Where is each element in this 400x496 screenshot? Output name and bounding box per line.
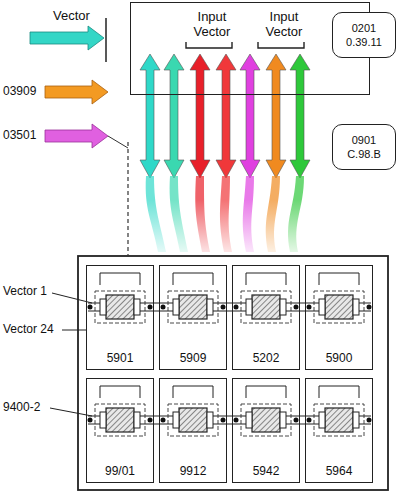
art-stroke <box>353 299 359 315</box>
label: 9400-2 <box>2 400 41 414</box>
art-stroke <box>307 418 312 423</box>
art-stroke <box>173 412 179 428</box>
art-stroke <box>241 404 291 436</box>
art-stroke <box>280 412 286 428</box>
art-stroke <box>353 412 359 428</box>
art-stroke <box>280 299 286 315</box>
double-arrow <box>266 54 286 178</box>
chip <box>325 295 353 319</box>
module-card: 5909 <box>159 265 227 370</box>
art-stroke <box>100 386 140 398</box>
double-arrow <box>216 54 236 178</box>
double-arrow <box>140 54 160 178</box>
art-stroke <box>246 299 252 315</box>
callout-number: 0201 0.39.11 <box>340 21 388 49</box>
chip <box>106 295 134 319</box>
art-stroke <box>95 404 145 436</box>
label: 03501 <box>2 128 37 142</box>
art-stroke <box>161 418 166 423</box>
part-number: 5964 <box>306 464 372 478</box>
double-arrow <box>164 54 184 178</box>
module-card: 5900 <box>305 265 373 370</box>
part-number: 5909 <box>160 351 226 365</box>
art-stroke <box>134 299 140 315</box>
heading: Input Vector <box>185 9 239 39</box>
chip <box>252 408 280 432</box>
art-stroke <box>319 273 359 285</box>
part-number: 5942 <box>233 464 299 478</box>
chip <box>179 295 207 319</box>
art-stroke <box>100 299 106 315</box>
part-number: 9912 <box>160 464 226 478</box>
fade <box>130 200 330 254</box>
art-stroke <box>173 386 213 398</box>
art-stroke <box>148 305 153 310</box>
chip <box>252 295 280 319</box>
art-stroke <box>134 412 140 428</box>
art-stroke <box>307 305 312 310</box>
module-card: 5964 <box>305 378 373 483</box>
part-number: 99/01 <box>87 464 153 478</box>
part-number: 5901 <box>87 351 153 365</box>
art-stroke <box>314 404 364 436</box>
art-stroke <box>246 386 286 398</box>
part-number: 5900 <box>306 351 372 365</box>
art-stroke <box>221 305 226 310</box>
module-card: 5202 <box>232 265 300 370</box>
art-stroke <box>221 418 226 423</box>
art-stroke <box>294 418 299 423</box>
art-stroke <box>234 418 239 423</box>
art-stroke <box>100 412 106 428</box>
art-stroke <box>173 299 179 315</box>
art-stroke <box>246 273 286 285</box>
art-stroke <box>319 299 325 315</box>
chip <box>106 408 134 432</box>
art-stroke <box>88 305 93 310</box>
part-number: 5202 <box>233 351 299 365</box>
art-stroke <box>207 412 213 428</box>
module-card: 5901 <box>86 265 154 370</box>
chip <box>179 408 207 432</box>
art-stroke <box>314 291 364 323</box>
art-stroke <box>367 418 372 423</box>
double-arrow <box>290 54 310 178</box>
art-stroke <box>168 404 218 436</box>
art-stroke <box>241 291 291 323</box>
art-stroke <box>367 305 372 310</box>
art-stroke <box>246 412 252 428</box>
art-stroke <box>88 418 93 423</box>
double-arrow <box>190 54 210 178</box>
label: Vector 24 <box>2 322 55 336</box>
module-card: 5942 <box>232 378 300 483</box>
art-stroke <box>319 386 359 398</box>
art-stroke <box>234 305 239 310</box>
art-stroke <box>319 412 325 428</box>
art-stroke <box>173 273 213 285</box>
label: Vector <box>52 8 91 23</box>
module-card: 99/01 <box>86 378 154 483</box>
double-arrow <box>240 54 260 178</box>
label: 03909 <box>2 84 37 98</box>
art-stroke <box>148 418 153 423</box>
art-stroke <box>207 299 213 315</box>
module-card: 9912 <box>159 378 227 483</box>
art-stroke <box>168 291 218 323</box>
art-stroke <box>95 291 145 323</box>
callout-box: 0901 C.98.B <box>332 124 396 170</box>
callout-box: 0201 0.39.11 <box>332 12 396 58</box>
heading: Input Vector <box>257 9 311 39</box>
callout-number: 0901 C.98.B <box>340 133 388 161</box>
art-stroke <box>294 305 299 310</box>
chip <box>325 408 353 432</box>
art-stroke <box>100 273 140 285</box>
art-stroke <box>161 305 166 310</box>
label: Vector 1 <box>2 284 48 298</box>
